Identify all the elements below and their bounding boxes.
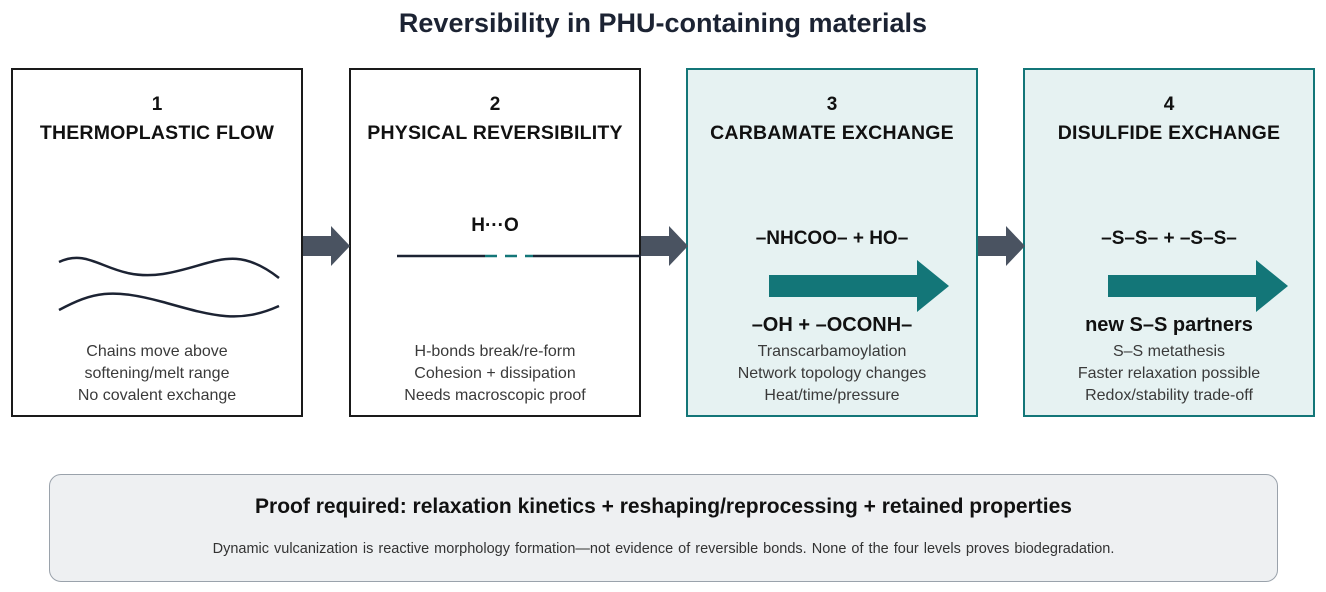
products-label: new S–S partners <box>1085 314 1253 336</box>
panel-number: 1 <box>151 94 163 115</box>
panel-description: H-bonds break/re-form Cohesion + dissipa… <box>404 343 586 404</box>
panel-description: Transcarbamoylation Network topology cha… <box>737 343 927 404</box>
reactants-label: –NHCOO– + HO– <box>755 228 909 249</box>
diagram-title: Reversibility in PHU-containing material… <box>398 8 928 38</box>
hydrogen-bond-icon <box>397 254 641 258</box>
products-label: –OH + –OCONH– <box>751 314 913 336</box>
connector-arrow-icon <box>978 226 1025 266</box>
reaction-arrow-icon <box>769 260 949 312</box>
panel-disulfide-exchange: 4 DISULFIDE EXCHANGE –S–S– + –S–S– new S… <box>1023 68 1315 417</box>
panel-description: Chains move above softening/melt range N… <box>77 343 237 404</box>
panel-heading: PHYSICAL REVERSIBILITY <box>367 122 623 144</box>
hydrogen-bond-label: H···O <box>471 215 519 236</box>
panel-number: 2 <box>489 94 501 115</box>
panel-heading: CARBAMATE EXCHANGE <box>710 122 954 144</box>
panel-description: S–S metathesis Faster relaxation possibl… <box>1077 343 1261 404</box>
panel-carbamate-exchange: 3 CARBAMATE EXCHANGE –NHCOO– + HO– –OH +… <box>686 68 978 417</box>
reactants-label: –S–S– + –S–S– <box>1101 228 1237 249</box>
panel-heading: DISULFIDE EXCHANGE <box>1057 122 1281 144</box>
panel-heading: THERMOPLASTIC FLOW <box>39 122 275 144</box>
wavy-chains-icon <box>58 256 280 318</box>
proof-required-box: Proof required: relaxation kinetics + re… <box>49 474 1278 582</box>
panel-number: 4 <box>1163 94 1175 115</box>
panel-thermoplastic-flow: 1 THERMOPLASTIC FLOW Chains move above s… <box>11 68 303 417</box>
proof-heading: Proof required: relaxation kinetics + re… <box>255 495 1072 518</box>
reaction-arrow-icon <box>1108 260 1288 312</box>
panel-physical-reversibility: 2 PHYSICAL REVERSIBILITY H···O H-bonds b… <box>349 68 641 417</box>
proof-note: Dynamic vulcanization is reactive morpho… <box>212 541 1115 557</box>
panel-number: 3 <box>826 94 838 115</box>
connector-arrow-icon <box>641 226 688 266</box>
connector-arrow-icon <box>303 226 350 266</box>
